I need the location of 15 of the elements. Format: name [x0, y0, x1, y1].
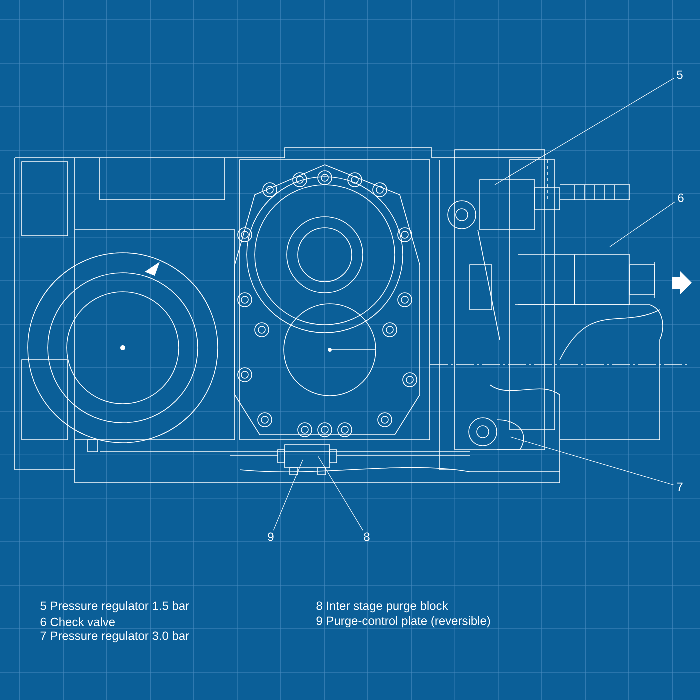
leader-line — [273, 460, 304, 531]
callout-number: 9 — [268, 532, 274, 542]
callout-number: 7 — [677, 482, 683, 492]
callout-number: 6 — [678, 194, 684, 202]
legend-text: 8 Inter stage purge block — [316, 601, 448, 613]
callout-number: 5 — [677, 70, 683, 80]
legend-text: 7 Pressure regulator 3.0 bar — [40, 631, 190, 643]
leader-line — [318, 456, 364, 531]
legend-text: 9 Purge-control plate (reversible) — [316, 616, 490, 628]
legend-text: 5 Pressure regulator 1.5 bar — [40, 601, 190, 613]
leader-line — [510, 436, 675, 486]
callout-number: 8 — [364, 532, 370, 542]
leader-line — [494, 78, 675, 186]
legend-text: 6 Check valve — [40, 618, 115, 626]
leader-line — [610, 202, 676, 248]
